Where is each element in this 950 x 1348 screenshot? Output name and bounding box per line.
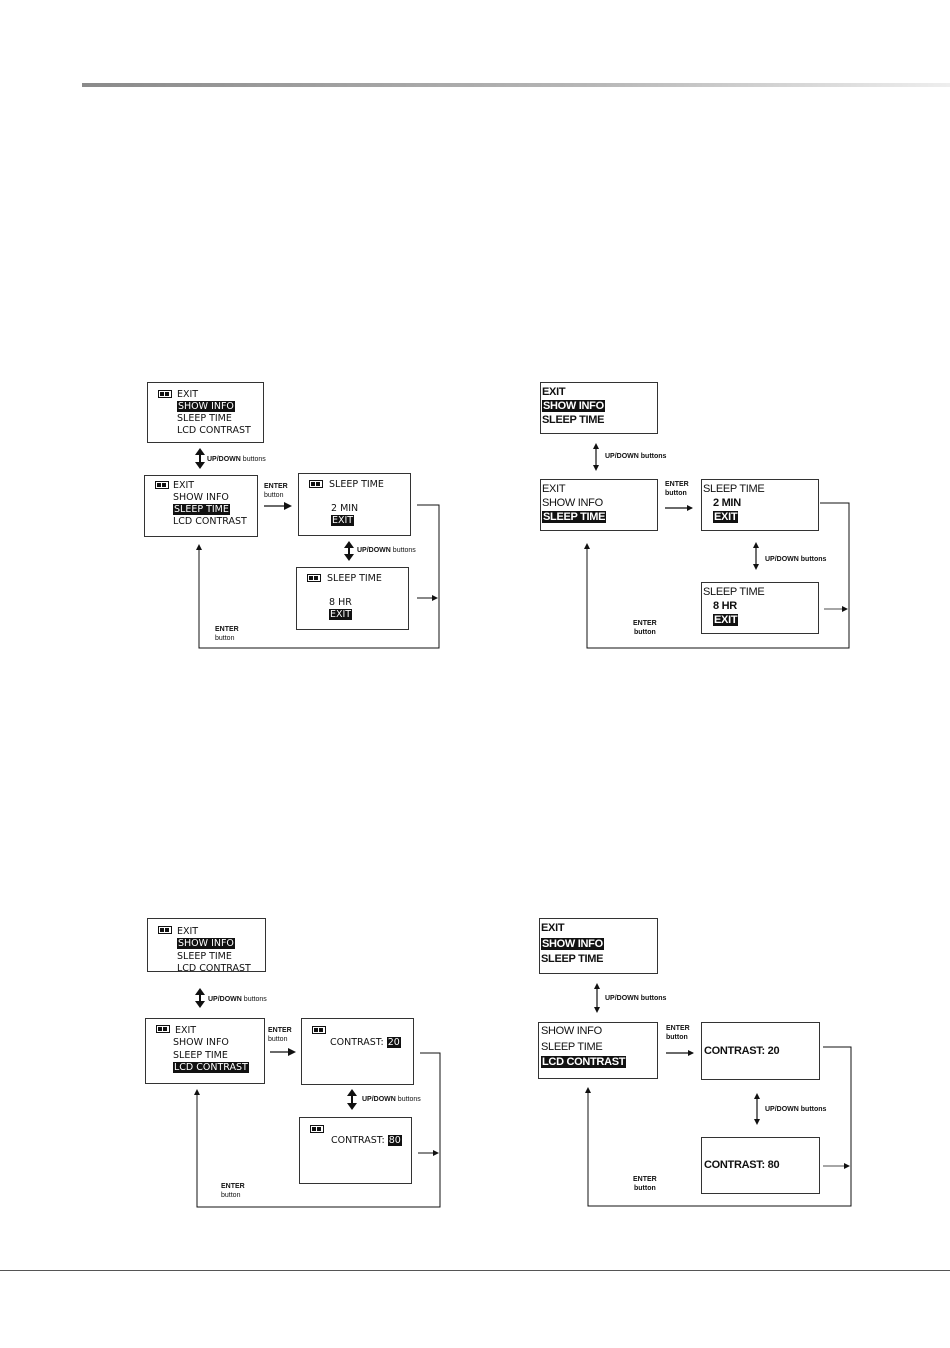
d1-sleep-screen-8hr: SLEEP TIME 8 HR EXIT <box>296 567 409 630</box>
sleep-title: SLEEP TIME <box>329 479 384 490</box>
contrast-value-80: 80 <box>387 1135 402 1146</box>
d1-sleep-screen-2min: SLEEP TIME 2 MIN EXIT <box>298 473 411 536</box>
sleep-exit-selected: EXIT <box>331 515 355 526</box>
menu-sleep-time-selected: SLEEP TIME <box>542 511 607 523</box>
menu-show-info-selected: SHOW INFO <box>541 938 604 950</box>
contrast-label: CONTRAST: <box>704 1159 765 1171</box>
menu-exit: EXIT <box>542 386 566 398</box>
menu-show-info: SHOW INFO <box>173 1037 229 1048</box>
menu-lcd-contrast: LCD CONTRAST <box>177 425 251 436</box>
d3-menu-screen-show-info: EXIT SHOW INFO SLEEP TIME LCD CONTRAST <box>147 918 266 974</box>
d2-updown-label: UP/DOWN buttons <box>605 453 667 460</box>
sleep-exit-selected: EXIT <box>329 609 353 620</box>
contrast-value-80: 80 <box>767 1159 780 1171</box>
battery-icon <box>307 574 321 582</box>
footer-rule <box>0 1270 950 1271</box>
d3-updown-label-2: UP/DOWN buttons <box>362 1096 421 1103</box>
d4-contrast-screen-80: CONTRAST: 80 <box>701 1137 820 1194</box>
menu-sleep-time: SLEEP TIME <box>541 953 604 965</box>
menu-sleep-time: SLEEP TIME <box>177 413 232 424</box>
battery-icon <box>158 390 172 398</box>
menu-exit: EXIT <box>173 480 195 491</box>
d4-updown-label-2: UP/DOWN buttons <box>765 1106 827 1113</box>
sleep-value-2min: 2 MIN <box>713 497 741 509</box>
d4-contrast-screen-20: CONTRAST: 20 <box>701 1022 820 1080</box>
d3-return-loop <box>194 1052 441 1208</box>
menu-lcd-contrast-selected: LCD CONTRAST <box>541 1056 627 1068</box>
battery-icon <box>158 926 172 934</box>
menu-sleep-time-selected: SLEEP TIME <box>173 504 230 515</box>
contrast-value-20: 20 <box>386 1037 401 1048</box>
d2-menu-screen-show-info: EXIT SHOW INFO SLEEP TIME <box>540 382 658 434</box>
sleep-exit-selected: EXIT <box>713 511 739 523</box>
menu-exit: EXIT <box>542 483 566 495</box>
menu-sleep-time: SLEEP TIME <box>541 1041 603 1053</box>
battery-icon <box>156 1025 170 1033</box>
menu-show-info: SHOW INFO <box>173 492 229 503</box>
header-rule <box>82 83 950 87</box>
menu-lcd-contrast-selected: LCD CONTRAST <box>173 1062 249 1073</box>
sleep-value-2min: 2 MIN <box>331 503 359 514</box>
contrast-label: CONTRAST: <box>331 1135 385 1146</box>
menu-show-info: SHOW INFO <box>541 1025 602 1037</box>
d1-updown-label: UP/DOWN buttons <box>207 456 266 463</box>
d3-menu-screen-lcd-contrast: EXIT SHOW INFO SLEEP TIME LCD CONTRAST <box>145 1018 265 1084</box>
d2-updown-label-2: UP/DOWN buttons <box>765 556 827 563</box>
d3-contrast-screen-20: CONTRAST: 20 <box>301 1018 414 1085</box>
d4-updown-label: UP/DOWN buttons <box>605 995 667 1002</box>
d1-arrows <box>195 448 440 649</box>
d1-updown-label-2: UP/DOWN buttons <box>357 547 416 554</box>
contrast-value-20: 20 <box>767 1045 780 1057</box>
d4-return-loop <box>585 1046 852 1207</box>
d4-menu-screen-lcd-contrast: SHOW INFO SLEEP TIME LCD CONTRAST <box>538 1022 658 1079</box>
battery-icon <box>310 1125 324 1133</box>
contrast-label: CONTRAST: <box>330 1037 384 1048</box>
d4-menu-screen-show-info: EXIT SHOW INFO SLEEP TIME <box>539 918 658 974</box>
d2-arrows <box>584 443 850 649</box>
sleep-value-8hr: 8 HR <box>713 600 737 612</box>
d2-sleep-screen-8hr: SLEEP TIME 8 HR EXIT <box>701 582 819 634</box>
d3-contrast-screen-80: CONTRAST: 80 <box>299 1117 412 1184</box>
d4-arrows <box>585 983 852 1207</box>
d2-menu-screen-sleep-time: EXIT SHOW INFO SLEEP TIME <box>540 479 658 531</box>
sleep-title: SLEEP TIME <box>703 483 765 495</box>
battery-icon <box>309 480 323 488</box>
d1-menu-screen-sleep-time: EXIT SHOW INFO SLEEP TIME LCD CONTRAST <box>144 475 258 537</box>
menu-exit: EXIT <box>175 1025 197 1036</box>
menu-show-info: SHOW INFO <box>542 497 603 509</box>
contrast-label: CONTRAST: <box>704 1045 765 1057</box>
sleep-title: SLEEP TIME <box>327 573 382 584</box>
menu-show-info-selected: SHOW INFO <box>177 938 235 949</box>
d1-menu-screen-show-info: EXIT SHOW INFO SLEEP TIME LCD CONTRAST <box>147 382 264 443</box>
d2-return-loop <box>584 502 850 649</box>
d2-sleep-screen-2min: SLEEP TIME 2 MIN EXIT <box>701 479 819 531</box>
menu-lcd-contrast: LCD CONTRAST <box>177 963 251 974</box>
menu-show-info-selected: SHOW INFO <box>542 400 605 412</box>
menu-exit: EXIT <box>177 389 199 400</box>
menu-sleep-time: SLEEP TIME <box>177 951 232 962</box>
menu-show-info-selected: SHOW INFO <box>177 401 235 412</box>
menu-sleep-time: SLEEP TIME <box>542 414 605 426</box>
battery-icon <box>155 481 169 489</box>
menu-exit: EXIT <box>177 926 199 937</box>
d3-arrows <box>194 988 441 1208</box>
d1-return-loop <box>196 504 440 649</box>
sleep-value-8hr: 8 HR <box>329 597 352 608</box>
d3-updown-label: UP/DOWN buttons <box>208 996 267 1003</box>
menu-lcd-contrast: LCD CONTRAST <box>173 516 247 527</box>
menu-exit: EXIT <box>541 922 565 934</box>
battery-icon <box>312 1026 326 1034</box>
sleep-title: SLEEP TIME <box>703 586 765 598</box>
sleep-exit-selected: EXIT <box>713 614 739 626</box>
menu-sleep-time: SLEEP TIME <box>173 1050 228 1061</box>
